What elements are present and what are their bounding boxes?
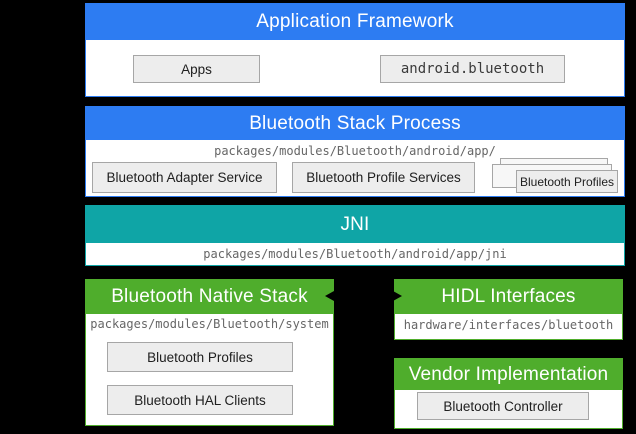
bluetooth-native-stack-title: Bluetooth Native Stack [86,280,333,314]
bluetooth-profile-services-box: Bluetooth Profile Services [292,162,475,193]
application-framework-title: Application Framework [86,4,624,40]
native-stack-path: packages/modules/Bluetooth/system [90,317,329,331]
section-application-framework: Application Framework Apps android.bluet… [85,3,625,97]
android-bluetooth-box: android.bluetooth [380,55,565,83]
section-vendor-implementation: Vendor Implementation Bluetooth Controll… [394,358,623,429]
bluetooth-profiles-stack-front: Bluetooth Profiles [516,170,618,193]
bluetooth-controller-box: Bluetooth Controller [417,392,589,420]
jni-title: JNI [86,206,624,243]
arrowhead-right-icon [393,291,402,301]
arrow-line [330,295,396,297]
apps-box: Apps [133,55,260,83]
section-bluetooth-native-stack: Bluetooth Native Stack packages/modules/… [85,279,334,426]
hidl-path: hardware/interfaces/bluetooth [403,318,614,332]
section-hidl-interfaces: HIDL Interfaces hardware/interfaces/blue… [394,279,623,340]
arrowhead-left-icon [325,291,334,301]
vendor-implementation-title: Vendor Implementation [395,359,622,390]
bluetooth-stack-process-title: Bluetooth Stack Process [86,107,624,140]
native-bluetooth-profiles-box: Bluetooth Profiles [107,342,293,372]
section-bluetooth-stack-process: Bluetooth Stack Process packages/modules… [85,106,625,197]
bluetooth-adapter-service-box: Bluetooth Adapter Service [92,162,277,193]
hidl-interfaces-title: HIDL Interfaces [395,280,622,314]
jni-path: packages/modules/Bluetooth/android/app/j… [203,247,507,261]
stack-process-path: packages/modules/Bluetooth/android/app/ [214,144,496,158]
bluetooth-hal-clients-box: Bluetooth HAL Clients [107,385,293,415]
section-jni: JNI packages/modules/Bluetooth/android/a… [85,205,625,266]
